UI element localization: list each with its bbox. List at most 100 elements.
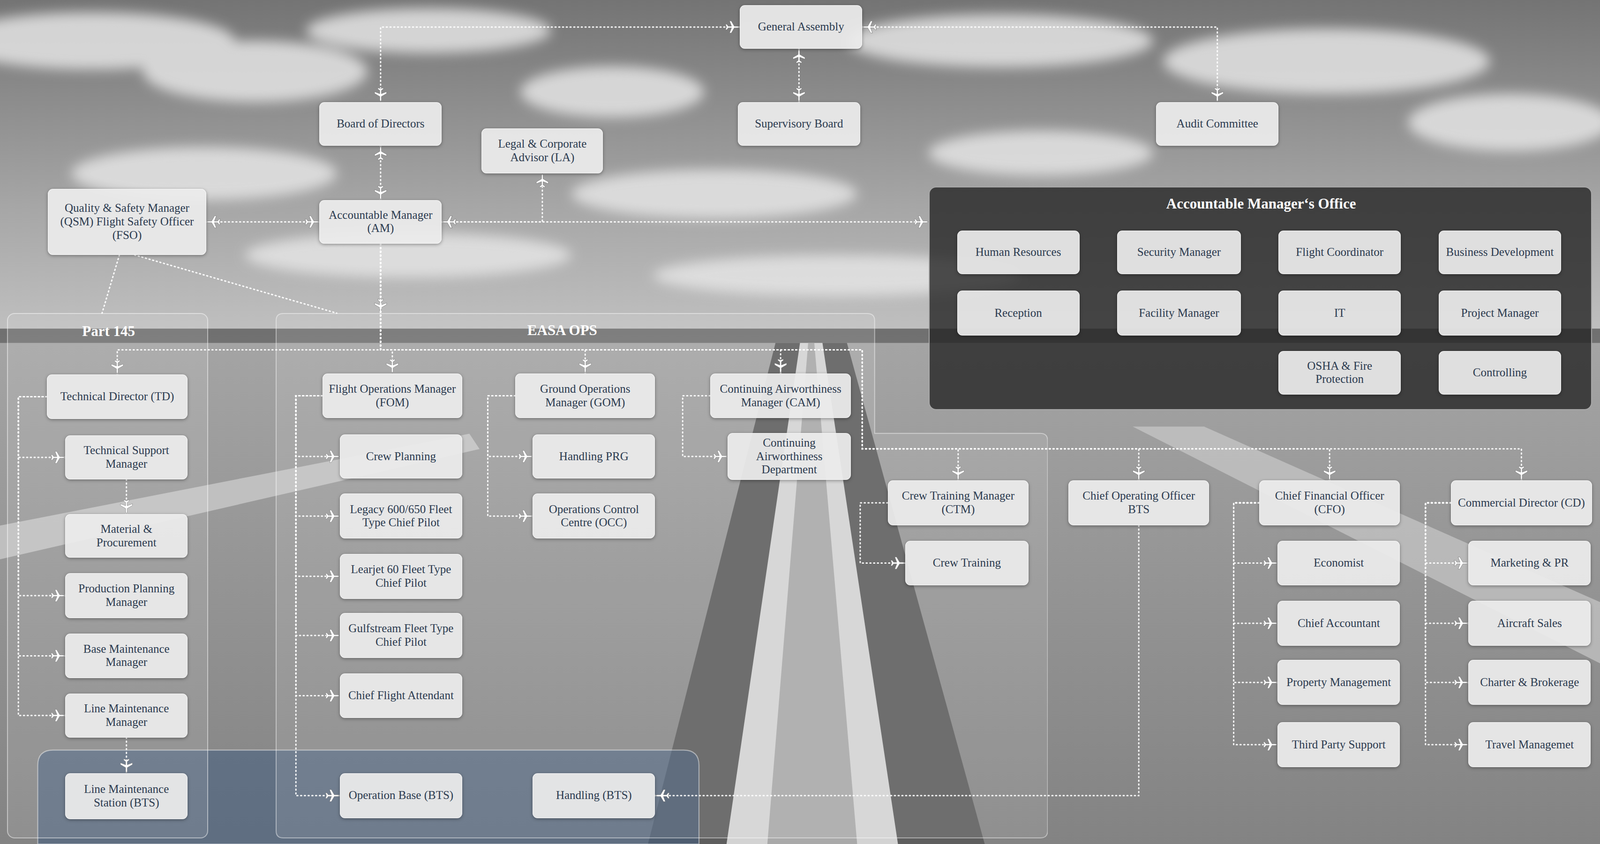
org-box: Technical Support Manager bbox=[65, 435, 188, 480]
box-label: OSHA & Fire Protection bbox=[1283, 359, 1396, 387]
box-label: Base Maintenance Manager bbox=[70, 642, 183, 670]
box-label: Commercial Director (CD) bbox=[1456, 496, 1587, 511]
org-box: Marketing & PR bbox=[1468, 540, 1591, 586]
connector bbox=[134, 255, 337, 314]
box-label: Chief Flight Attendant bbox=[345, 689, 458, 703]
org-box: Business Development bbox=[1438, 230, 1562, 275]
box-label: Accountable Manager (AM) bbox=[324, 208, 437, 236]
org-box: Line Maintenance Station (BTS) bbox=[65, 773, 188, 820]
box-label: Audit Committee bbox=[1161, 117, 1274, 131]
panel-title: EASA OPS bbox=[275, 322, 849, 339]
org-box: Flight Coordinator bbox=[1278, 230, 1401, 275]
box-label: Economist bbox=[1282, 556, 1395, 571]
box-label: Chief Financial Officer (CFO) bbox=[1264, 489, 1395, 517]
org-box: Operations Control Centre (OCC) bbox=[532, 493, 655, 539]
box-label: Project Manager bbox=[1443, 306, 1556, 321]
connector bbox=[102, 255, 120, 314]
cloud bbox=[847, 14, 1154, 68]
org-box: IT bbox=[1278, 290, 1401, 336]
connector bbox=[379, 145, 382, 200]
connector bbox=[441, 221, 929, 223]
box-label: Line Maintenance Station (BTS) bbox=[70, 782, 183, 811]
org-box: Crew Training Manager (CTM) bbox=[887, 480, 1029, 526]
cloud bbox=[142, 40, 368, 103]
org-box: Line Maintenance Manager bbox=[65, 693, 188, 738]
org-box: Charter & Brokerage bbox=[1468, 660, 1591, 706]
box-label: Board of Directors bbox=[324, 117, 437, 131]
box-label: Security Manager bbox=[1122, 245, 1236, 260]
box-label: Line Maintenance Manager bbox=[70, 702, 183, 730]
box-label: Quality & Safety Manager (QSM) Flight Sa… bbox=[52, 201, 201, 242]
box-label: Production Planning Manager bbox=[70, 582, 183, 610]
connector bbox=[1425, 503, 1469, 745]
connector bbox=[1233, 503, 1278, 683]
box-label: Crew Training bbox=[910, 556, 1024, 571]
connector bbox=[798, 48, 800, 102]
taxiway bbox=[1132, 426, 1600, 664]
connector bbox=[206, 221, 320, 223]
org-box: Travel Managemet bbox=[1468, 722, 1591, 768]
org-box: Commercial Director (CD) bbox=[1450, 480, 1592, 526]
box-label: Marketing & PR bbox=[1473, 556, 1586, 571]
org-box: Handling PRG bbox=[532, 434, 655, 479]
connector bbox=[1425, 503, 1469, 683]
box-label: Continuing Airworthiness Manager (CAM) bbox=[715, 382, 846, 410]
box-label: Handling (BTS) bbox=[537, 788, 650, 803]
org-box: Operation Base (BTS) bbox=[339, 773, 463, 819]
box-label: General Assembly bbox=[744, 20, 857, 34]
org-box: Technical Director (TD) bbox=[46, 374, 188, 420]
box-label: Continuing Airworthiness Department bbox=[732, 436, 846, 477]
box-label: Flight Coordinator bbox=[1283, 245, 1396, 260]
org-box: Facility Manager bbox=[1117, 290, 1241, 336]
box-label: Third Party Support bbox=[1282, 738, 1395, 752]
cloud bbox=[1408, 93, 1600, 151]
org-box: Controlling bbox=[1438, 351, 1562, 396]
box-label: Material & Procurement bbox=[70, 522, 183, 550]
org-box: Security Manager bbox=[1117, 230, 1241, 275]
org-box: Project Manager bbox=[1438, 290, 1562, 336]
cloud bbox=[571, 169, 857, 219]
box-label: Charter & Brokerage bbox=[1473, 676, 1586, 690]
box-label: Operations Control Centre (OCC) bbox=[537, 503, 650, 531]
org-box: Chief Operating Officer BTS bbox=[1068, 480, 1210, 526]
box-label: Learjet 60 Fleet Type Chief Pilot bbox=[345, 563, 458, 591]
org-box: Chief Financial Officer (CFO) bbox=[1259, 480, 1400, 526]
box-label: Operation Base (BTS) bbox=[345, 788, 458, 803]
box-label: Human Resources bbox=[962, 245, 1075, 260]
cloud bbox=[1163, 28, 1490, 94]
org-box: Supervisory Board bbox=[737, 102, 861, 147]
box-label: Technical Director (TD) bbox=[52, 390, 183, 404]
clouds bbox=[0, 7, 1600, 296]
box-label: IT bbox=[1283, 306, 1396, 321]
org-box: Human Resources bbox=[957, 230, 1080, 275]
group-panel: Accountable Manager‘s OfficeHuman Resour… bbox=[928, 186, 1593, 411]
box-label: Gulfstream Fleet Type Chief Pilot bbox=[345, 622, 458, 650]
org-box: Quality & Safety Manager (QSM) Flight Sa… bbox=[47, 188, 206, 256]
org-box: Board of Directors bbox=[319, 102, 442, 147]
connector bbox=[380, 27, 740, 103]
box-label: Crew Planning bbox=[345, 450, 458, 464]
group-panel: EASA OPSFlight Operations Manager (FOM)C… bbox=[275, 313, 1049, 839]
org-box: Chief Accountant bbox=[1277, 600, 1400, 647]
cloud bbox=[306, 7, 551, 53]
org-box: General Assembly bbox=[739, 5, 863, 50]
org-box: Audit Committee bbox=[1156, 102, 1279, 147]
box-label: Handling PRG bbox=[537, 450, 650, 464]
org-box: Gulfstream Fleet Type Chief Pilot bbox=[339, 613, 463, 659]
org-box: Crew Training bbox=[905, 540, 1029, 586]
org-box: Property Management bbox=[1277, 660, 1400, 706]
box-label: Legacy 600/650 Fleet Type Chief Pilot bbox=[345, 503, 458, 531]
org-box: Continuing Airworthiness Manager (CAM) bbox=[710, 373, 851, 419]
cloud bbox=[928, 130, 1154, 176]
box-label: Crew Training Manager (CTM) bbox=[893, 489, 1024, 517]
org-box: Continuing Airworthiness Department bbox=[727, 433, 851, 481]
box-label: Ground Operations Manager (GOM) bbox=[520, 382, 650, 410]
connector bbox=[1233, 503, 1278, 745]
org-box: Reception bbox=[957, 290, 1080, 336]
box-label: Facility Manager bbox=[1122, 306, 1236, 321]
panel-title: Part 145 bbox=[7, 323, 210, 340]
box-label: Controlling bbox=[1443, 366, 1556, 380]
box-label: Supervisory Board bbox=[743, 117, 856, 131]
